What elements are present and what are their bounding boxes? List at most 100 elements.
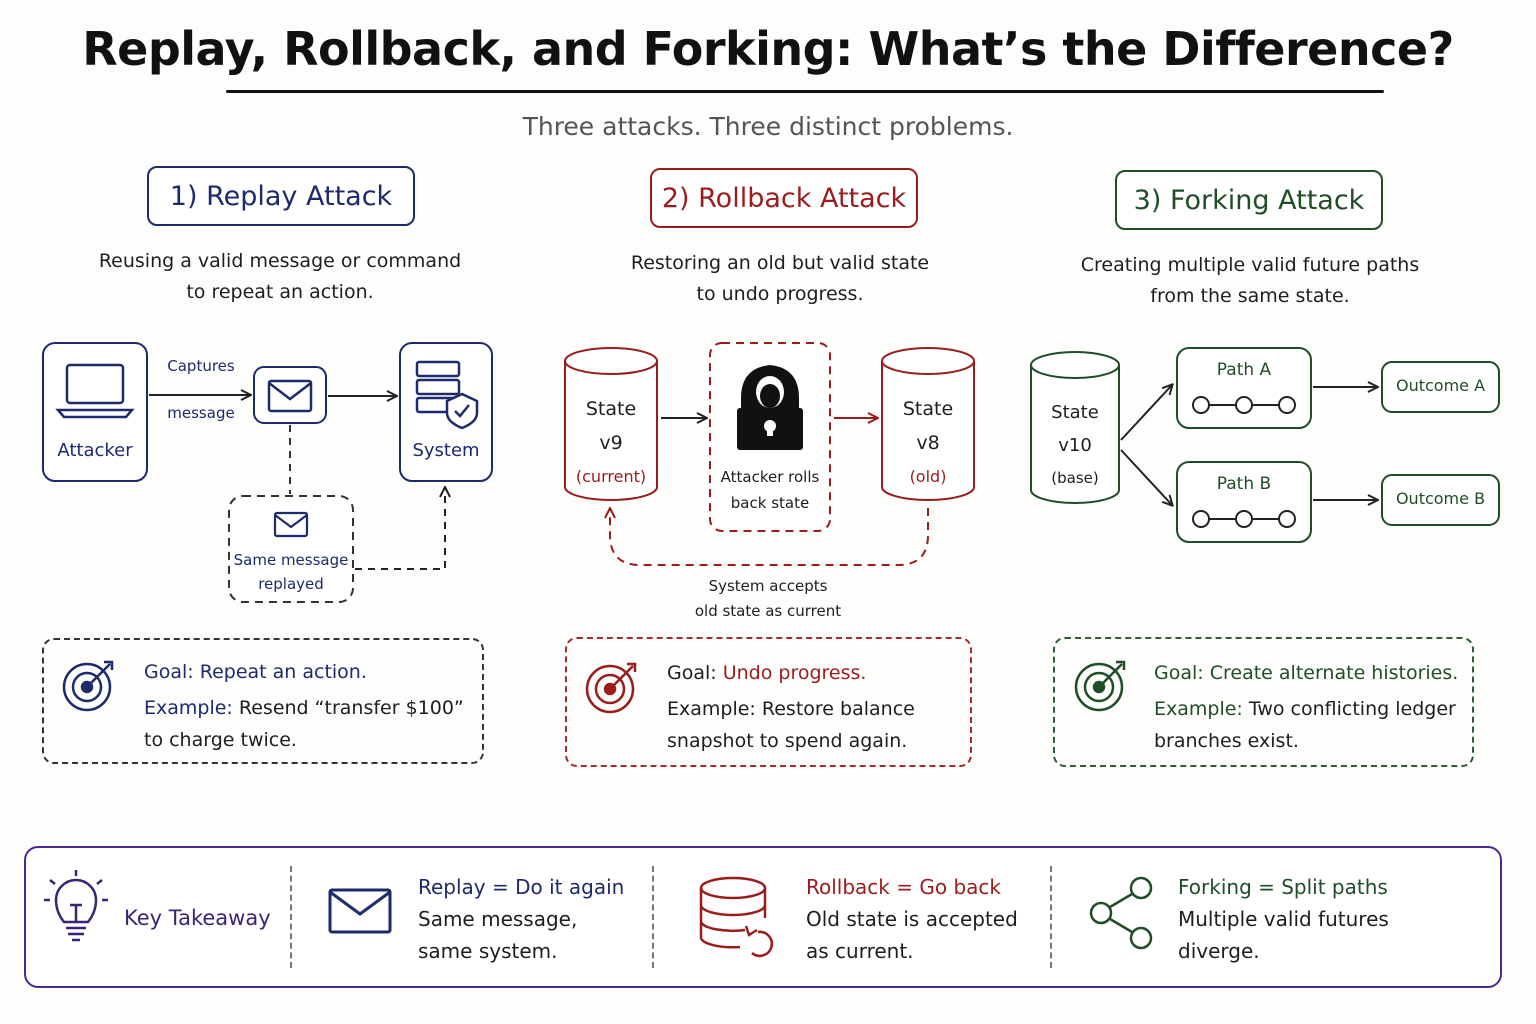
server-shield-icon — [415, 360, 479, 430]
replay-diagram — [42, 342, 493, 603]
path-b-box — [1176, 461, 1312, 543]
state-v8-label: State v8 (old) — [882, 392, 974, 494]
replay-desc-line1: Reusing a valid message or command — [98, 250, 462, 272]
takeaway-rollback-title: Rollback = Go back — [806, 875, 1001, 899]
forking-description: Creating multiple valid future paths fro… — [1050, 250, 1450, 312]
path-b-chain — [1192, 510, 1296, 528]
captures-label: Captures — [167, 357, 235, 375]
takeaway-divider-3 — [1050, 866, 1052, 968]
key-takeaway-label: Key Takeaway — [124, 906, 271, 930]
accept-line2: old state as current — [694, 602, 842, 620]
key-takeaway-panel — [24, 846, 1502, 988]
takeaway-divider-1 — [290, 866, 292, 968]
hooded-hacker-icon — [737, 365, 803, 450]
state-v9-line3: (current) — [575, 467, 647, 486]
forking-desc-line1: Creating multiple valid future paths — [1080, 254, 1420, 276]
page-subtitle: Three attacks. Three distinct problems. — [522, 112, 1014, 141]
outcome-a-label: Outcome A — [1395, 376, 1486, 395]
target-icon-rollback — [585, 662, 637, 714]
replay-example-label: Example: — [144, 697, 233, 719]
rollback-example-line1: Restore balance — [761, 698, 915, 720]
takeaway-replay-title: Replay = Do it again — [418, 875, 625, 899]
takeaway-divider-2 — [652, 866, 654, 968]
forking-goal-label: Goal: — [1154, 662, 1204, 684]
replay-goal-label: Goal: — [144, 661, 194, 683]
rollback-desc-line1: Restoring an old but valid state — [630, 252, 930, 274]
rollback-description: Restoring an old but valid state to undo… — [580, 248, 980, 310]
outcome-a-box — [1381, 361, 1500, 413]
rollback-example-label: Example: — [667, 698, 756, 720]
state-v10-label: State v10 (base) — [1031, 396, 1119, 495]
message-label: message — [167, 404, 235, 422]
attacker-box — [42, 342, 148, 482]
rollback-goal-text: Goal: Undo progress. Example: Restore ba… — [667, 657, 962, 757]
fork-arrow-b — [1120, 449, 1172, 505]
envelope-small-icon — [273, 511, 309, 538]
message-box — [253, 366, 327, 424]
takeaway-forking-title: Forking = Split paths — [1178, 875, 1388, 899]
replay-example-line2: to charge twice. — [144, 729, 297, 751]
replayed-message-box — [228, 495, 354, 603]
outcome-b-box — [1381, 474, 1500, 526]
rollback-header: 2) Rollback Attack — [650, 168, 918, 228]
rollback-goal-value: Undo progress. — [722, 662, 867, 684]
takeaway-rollback-line2: as current. — [806, 939, 914, 963]
replay-header: 1) Replay Attack — [147, 166, 415, 226]
rollback-diagram — [564, 342, 975, 566]
laptop-icon — [55, 363, 135, 419]
path-b-label: Path B — [1216, 474, 1272, 494]
takeaway-forking: Forking = Split paths Multiple valid fut… — [1178, 871, 1389, 967]
takeaway-rollback: Rollback = Go back Old state is accepted… — [806, 871, 1018, 967]
state-v8-line3: (old) — [909, 467, 947, 486]
state-v9-line1: State — [585, 398, 637, 420]
accept-return-arrow — [610, 508, 929, 566]
takeaway-rollback-line1: Old state is accepted — [806, 907, 1018, 931]
forking-diagram — [1030, 347, 1500, 543]
target-icon-forking — [1074, 660, 1126, 712]
forking-goal-text: Goal: Create alternate histories. Exampl… — [1154, 657, 1466, 757]
forking-desc-line2: from the same state. — [1150, 285, 1350, 307]
replay-return-arrow — [355, 488, 445, 570]
database-old — [881, 347, 975, 501]
replayed-line2: replayed — [258, 575, 324, 593]
attacker-rolls-line1: Attacker rolls — [720, 468, 820, 486]
state-v10-line2: v10 — [1058, 435, 1092, 456]
replay-example-line1: Resend “transfer $100” — [238, 697, 464, 719]
takeaway-forking-line2: diverge. — [1178, 939, 1260, 963]
rollback-goal-label: Goal: — [667, 662, 717, 684]
fork-arrow-a — [1120, 385, 1172, 441]
accept-label: System accepts old state as current — [660, 574, 876, 624]
replay-desc-line2: to repeat an action. — [186, 281, 374, 303]
forking-header: 3) Forking Attack — [1115, 170, 1383, 230]
state-v10-line1: State — [1051, 402, 1099, 423]
takeaway-replay-line1: Same message, — [418, 907, 578, 931]
state-v9-line2: v9 — [599, 432, 623, 454]
forking-example-line1: Two conflicting ledger — [1248, 698, 1456, 720]
page-title: Replay, Rollback, and Forking: What’s th… — [82, 22, 1454, 76]
rollback-goal-box — [565, 637, 972, 767]
title-underline — [226, 90, 1384, 93]
state-v10-line3: (base) — [1051, 469, 1099, 487]
rollback-example-line2: snapshot to spend again. — [667, 730, 908, 752]
takeaway-forking-line1: Multiple valid futures — [1178, 907, 1389, 931]
state-v8-line2: v8 — [916, 432, 940, 454]
envelope-icon — [267, 379, 313, 413]
accept-line1: System accepts — [708, 577, 828, 595]
forking-goal-box — [1053, 637, 1474, 767]
attacker-rolls-line2: back state — [730, 494, 810, 512]
state-v9-label: State v9 (current) — [565, 392, 657, 494]
replay-goal-value: Repeat an action. — [199, 661, 367, 683]
system-label: System — [412, 440, 480, 461]
forking-example-line2: branches exist. — [1154, 730, 1299, 752]
forking-example-label: Example: — [1154, 698, 1243, 720]
state-v8-line1: State — [902, 398, 954, 420]
database-current — [564, 347, 658, 501]
replay-goal-box — [42, 638, 484, 764]
path-a-chain — [1192, 396, 1296, 414]
replayed-label: Same message replayed — [229, 548, 353, 596]
attacker-label: Attacker — [57, 440, 133, 461]
replay-goal-text: Goal: Repeat an action. Example: Resend … — [144, 656, 474, 756]
target-icon-replay — [62, 660, 114, 712]
takeaway-replay-line2: same system. — [418, 939, 558, 963]
